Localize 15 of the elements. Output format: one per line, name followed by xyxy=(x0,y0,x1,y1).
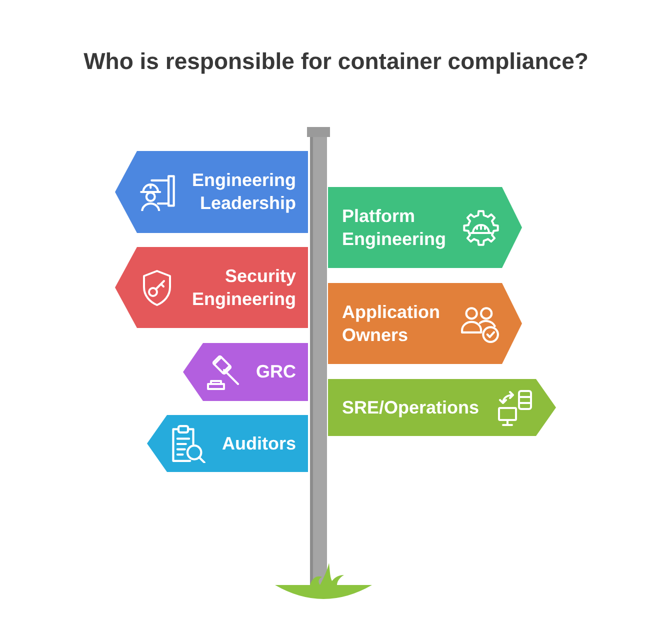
direction-sign xyxy=(115,247,308,328)
direction-sign xyxy=(328,187,522,268)
sign-label: GRC xyxy=(256,360,296,384)
sign-label: Engineering Leadership xyxy=(190,169,296,215)
direction-sign xyxy=(115,151,308,233)
sign-label: Security Engineering xyxy=(190,264,296,310)
sign-label: Auditors xyxy=(222,432,296,455)
title: Who is responsible for container compliance? xyxy=(84,47,588,76)
direction-sign xyxy=(328,283,522,364)
sign-label: Platform Engineering xyxy=(342,204,448,250)
direction-sign xyxy=(328,379,556,436)
sign-label: SRE/Operations xyxy=(342,396,480,419)
direction-sign xyxy=(147,415,308,472)
direction-sign xyxy=(183,343,308,401)
sign-label: Application Owners xyxy=(342,300,441,346)
